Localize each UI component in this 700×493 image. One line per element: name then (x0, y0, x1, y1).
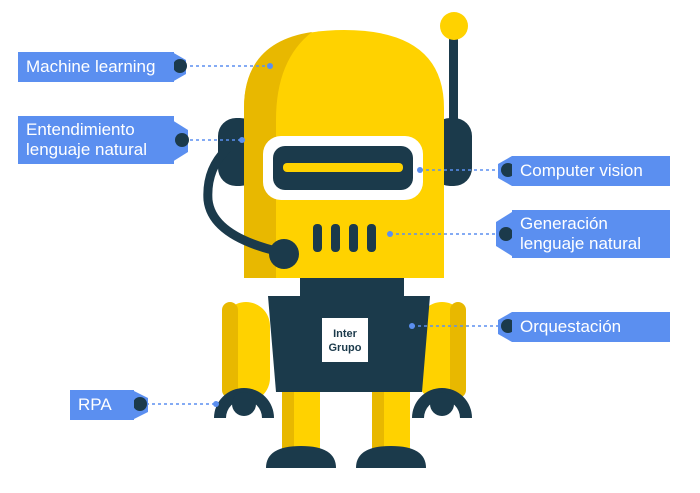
callout-machine-learning: Machine learning (18, 52, 174, 82)
callout-orquestacion: Orquestación (512, 312, 670, 342)
callout-entendimiento-line-2: lenguaje natural (26, 140, 147, 159)
callout-generacion-line-1: Generación (520, 214, 608, 233)
logo-line-2: Grupo (329, 342, 362, 354)
callout-rpa-text: RPA (78, 395, 112, 414)
head (244, 30, 444, 278)
callout-rpa: RPA (70, 390, 134, 420)
callout-computer-vision: Computer vision (512, 156, 670, 186)
mouth-grille (313, 224, 376, 252)
callout-orquestacion-text: Orquestación (520, 317, 622, 336)
callout-generacion-line-2: lenguaje natural (520, 234, 641, 253)
left-arm (214, 302, 274, 418)
headset-microphone (203, 145, 299, 269)
logo-line-1: Inter (333, 328, 358, 340)
callout-entendimiento-line-1: Entendimiento (26, 120, 135, 139)
callout-knobs (132, 52, 515, 420)
callout-computer-vision-text: Computer vision (520, 161, 643, 180)
callout-machine-learning-text: Machine learning (26, 57, 156, 76)
logo-badge (322, 318, 368, 362)
visor-light (283, 163, 403, 172)
callout-generacion-lenguaje-natural: Generación lenguaje natural (512, 210, 670, 258)
torso: Inter Grupo (268, 276, 430, 392)
right-arm (412, 302, 472, 418)
connectors (146, 65, 508, 405)
antenna-bulb (440, 12, 468, 40)
connector-dots (213, 63, 423, 407)
callout-entendimiento-lenguaje-natural: Entendimiento lenguaje natural (18, 116, 174, 164)
legs (266, 388, 426, 468)
antenna (440, 12, 468, 136)
